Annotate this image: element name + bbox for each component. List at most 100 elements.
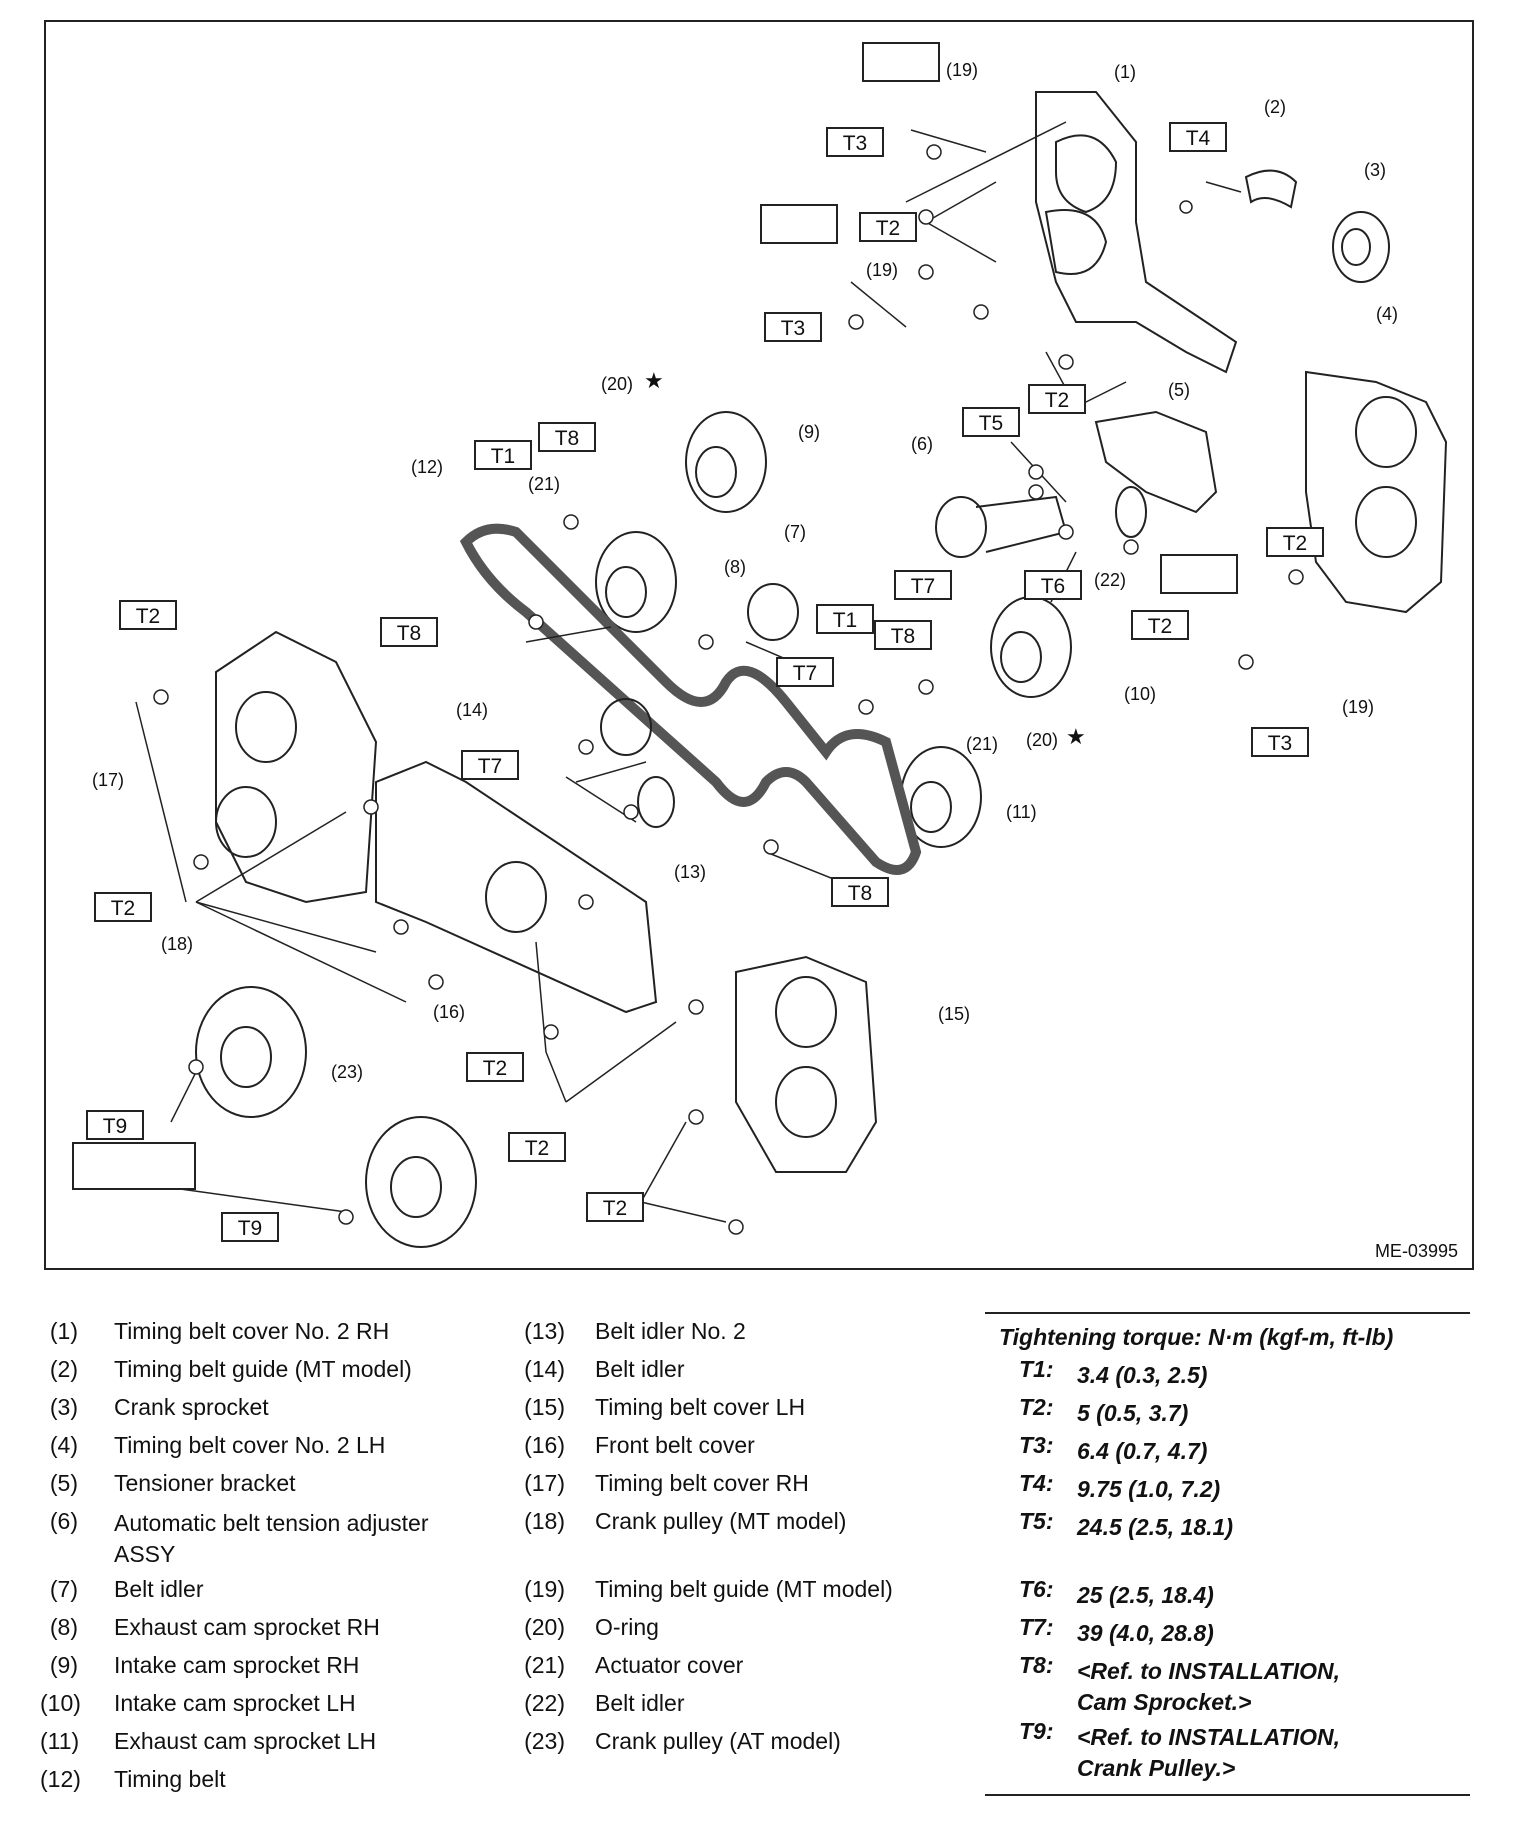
legend-num: (16) [524,1432,565,1458]
torque-tag-t8: T8 [831,877,889,907]
legend-num: (9) [49,1652,78,1678]
torque-tag-t1: T1 [474,440,532,470]
legend-num: (17) [524,1470,565,1496]
legend-item: (18)Crank pulley (MT model) [515,1508,975,1576]
callout-22: (22) [1094,570,1127,590]
torque-code: T7: [1019,1614,1054,1640]
callout-20: (20) [601,374,634,394]
part-1-cover-no2-rh [1035,91,1238,374]
torque-row: T5:24.5 (2.5, 18.1) [985,1508,1470,1576]
legend-item: (17)Timing belt cover RH [515,1470,975,1508]
torque-tag-t7: T7 [461,750,519,780]
oil-icon [72,1142,196,1190]
legend-item: (22)Belt idler [515,1690,975,1728]
diagram-drawing [126,50,1448,1248]
torque-code: T2: [1019,1394,1054,1420]
part-15-cover-lh [735,955,878,1173]
legend-num: (4) [49,1432,78,1458]
legend-item: (7) Belt idler [40,1576,480,1614]
legend-item: (16)Front belt cover [515,1432,975,1470]
callout-15: (15) [938,1004,971,1024]
torque-row: T6:25 (2.5, 18.4) [985,1576,1470,1614]
torque-tag-t7: T7 [894,570,952,600]
part-6-tension-adjuster [935,496,987,558]
part-13-belt-idler-no2 [637,776,675,828]
figure-id: ME-03995 [1374,1241,1458,1261]
legend-num: (1) [49,1318,78,1344]
torque-tag-t8: T8 [874,620,932,650]
torque-row: T1:3.4 (0.3, 2.5) [985,1356,1470,1394]
legend-item: (11)Exhaust cam sprocket LH [40,1728,480,1766]
callout-6: (6) [911,434,933,454]
legend-item: (12)Timing belt [40,1766,480,1804]
torque-tag-t1: T1 [816,604,874,634]
legend-item: (10)Intake cam sprocket LH [40,1690,480,1728]
torque-row: T9:<Ref. to INSTALLATION, Crank Pulley.> [985,1718,1470,1784]
torque-tag-t8: T8 [538,422,596,452]
part-16-front-belt-cover [375,760,658,1014]
legend-item: (8)Exhaust cam sprocket RH [40,1614,480,1652]
legend-item: (4) Timing belt cover No. 2 LH [40,1432,480,1470]
legend-num: (5) [49,1470,78,1496]
part-14-belt-idler [600,698,652,756]
legend-num: (11) [40,1728,80,1754]
part-7-belt-idler [747,583,799,641]
torque-tag-t8: T8 [380,617,438,647]
legend-item: (6)Automatic belt tension adjuster ASSY [40,1508,480,1576]
callout-19: (19) [866,260,899,280]
sealant-icon [862,42,940,82]
legend-num: (23) [524,1728,565,1754]
legend-num: (22) [524,1690,565,1716]
legend-left: (1) Timing belt cover No. 2 RH (2) Timing … [40,1318,480,1804]
legend-name: Timing belt cover No. 2 LH [114,1432,386,1458]
torque-value: 24.5 (2.5, 18.1) [1077,1514,1233,1540]
torque-tag-t9: T9 [86,1110,144,1140]
callout-23: (23) [331,1062,364,1082]
part-12-timing-belt [459,523,922,875]
torque-value: 3.4 (0.3, 2.5) [1077,1362,1208,1388]
legend-name: Crank pulley (AT model) [595,1728,841,1754]
torque-table-title: Tightening torque: N·m (kgf-m, ft-lb) [999,1324,1394,1350]
legend-item: (19)Timing belt guide (MT model) [515,1576,975,1614]
callout-2: (2) [1264,97,1286,117]
legend-name: Automatic belt tension adjuster ASSY [114,1510,429,1567]
callout-9: (9) [798,422,820,442]
part-17-cover-rh [215,630,378,904]
legend-num: (2) [49,1356,78,1382]
sealant-icon [760,204,838,244]
torque-tag-t2: T2 [466,1052,524,1082]
legend-middle: (13)Belt idler No. 2 (14)Belt idler (15)… [515,1318,975,1766]
torque-row: T3:6.4 (0.7, 4.7) [985,1432,1470,1470]
torque-row: T2:5 (0.5, 3.7) [985,1394,1470,1432]
legend-name: Timing belt cover No. 2 RH [114,1318,390,1344]
callout-17: (17) [92,770,125,790]
legend-item: (3)Crank sprocket [40,1394,480,1432]
legend-name: Belt idler [114,1576,204,1602]
part-4-cover-no2-lh [1305,370,1448,614]
legend-num: (7) [49,1576,78,1602]
callout-3: (3) [1364,160,1386,180]
callout-14: (14) [456,700,489,720]
torque-code: T6: [1019,1576,1054,1602]
legend-name: Timing belt [114,1766,226,1792]
torque-tag-t5: T5 [962,407,1020,437]
callout-4: (4) [1376,304,1398,324]
star-icon: ★ [1066,724,1086,749]
legend-name: O-ring [595,1614,659,1640]
callout-1: (1) [1114,62,1136,82]
legend-name: Intake cam sprocket RH [114,1652,360,1678]
part-3-crank-sprocket [1332,211,1390,283]
legend-num: (14) [524,1356,565,1382]
legend-name: Intake cam sprocket LH [114,1690,356,1716]
part-22-belt-idler [1115,486,1147,538]
torque-tag-t2: T2 [1266,527,1324,557]
legend-item: (13)Belt idler No. 2 [515,1318,975,1356]
legend-name: Timing belt guide (MT model) [114,1356,412,1382]
torque-code: T3: [1019,1432,1054,1458]
legend-num: (18) [524,1508,565,1534]
callout-18: (18) [161,934,194,954]
torque-tag-t2: T2 [94,892,152,922]
torque-tag-t4: T4 [1169,122,1227,152]
part-2-guide [1244,169,1298,209]
callout-8: (8) [724,557,746,577]
